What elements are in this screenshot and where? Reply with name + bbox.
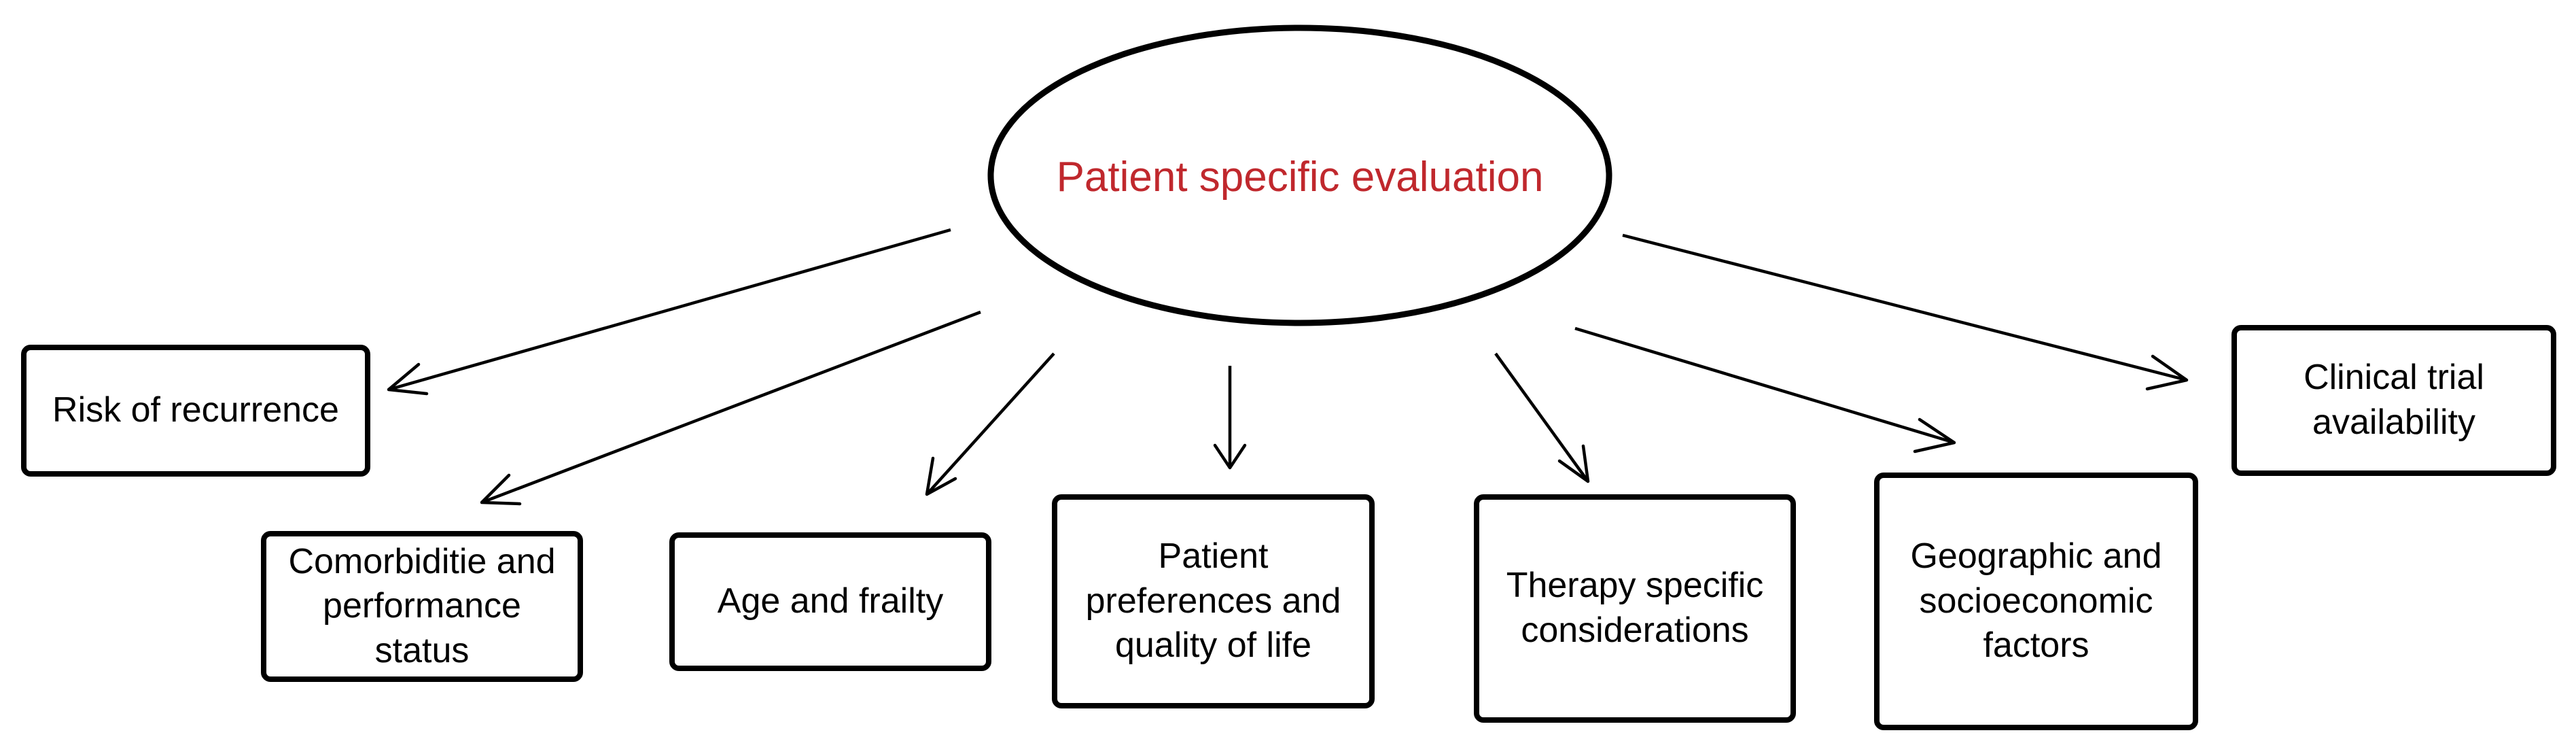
arrow-to-therapy	[1494, 352, 1590, 483]
node-label: Risk of recurrence	[52, 390, 339, 430]
node-risk-of-recurrence: Risk of recurrence	[21, 345, 370, 477]
node-label: Geographic and socioeconomic factors	[1910, 536, 2162, 666]
node-therapy-considerations: Therapy specific considerations	[1474, 494, 1796, 723]
root-node-ellipse	[987, 24, 1612, 326]
node-label: Patient preferences and quality of life	[1085, 536, 1341, 666]
node-label: Clinical trial availability	[2304, 358, 2484, 442]
arrow-to-age	[925, 352, 1055, 496]
arrow-to-preferences	[1213, 366, 1247, 470]
arrow-to-risk	[387, 228, 951, 396]
node-label: Therapy specific considerations	[1506, 566, 1764, 650]
arrow-to-geographic	[1574, 326, 1956, 453]
node-comorbidity: Comorbiditie and performance status	[261, 531, 583, 682]
arrow-to-comorbidity	[480, 310, 981, 506]
root-node-label: Patient specific evaluation	[1057, 154, 1544, 201]
node-clinical-trial: Clinical trial availability	[2231, 325, 2556, 476]
node-label: Age and frailty	[717, 581, 944, 621]
node-age-and-frailty: Age and frailty	[669, 532, 991, 671]
node-geographic-factors: Geographic and socioeconomic factors	[1874, 473, 2198, 730]
node-patient-preferences: Patient preferences and quality of life	[1052, 494, 1375, 708]
edge-group	[387, 228, 2189, 506]
arrow-to-trial	[1622, 233, 2189, 391]
node-label: Comorbiditie and performance status	[288, 541, 556, 670]
